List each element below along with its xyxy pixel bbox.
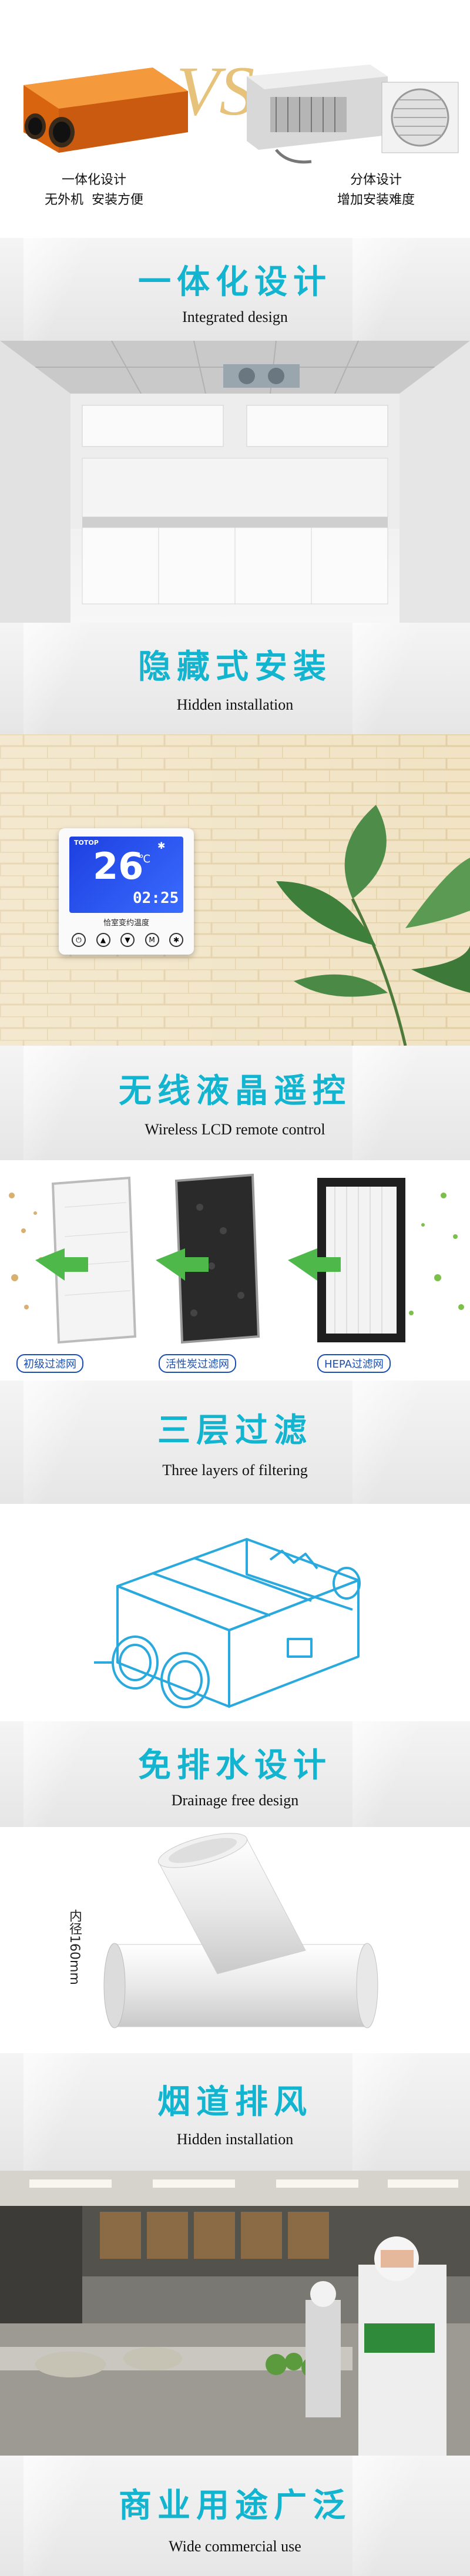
thermostat-temp: 26	[93, 845, 144, 888]
section-title: 隐藏式安装	[138, 647, 332, 686]
thermostat-buttons: ⏻ ▲ ▼ M ✱	[72, 933, 183, 947]
thermostat-device: TOTOP 26 ℃ 02:25 ✱ 恰室变约温度 ⏻ ▲ ▼ M ✱	[59, 828, 194, 955]
split-caption: 分体设计 增加安装难度	[337, 173, 415, 207]
section-subtitle: Hidden installation	[176, 696, 294, 713]
power-button-icon: ⏻	[72, 933, 86, 947]
integrated-caption: 一体化设计 无外机 安装方便	[45, 173, 143, 207]
vs-label: VS	[176, 52, 255, 130]
thermostat-brand: TOTOP	[74, 839, 99, 847]
section-title: 免排水设计	[138, 1746, 332, 1785]
up-button-icon: ▲	[96, 933, 110, 947]
section-title: 三层过滤	[157, 1411, 313, 1450]
filter-label-hepa: HEPA过滤网	[317, 1354, 391, 1373]
section-header-remote: 无线液晶遥控 Wireless LCD remote control	[0, 1046, 470, 1160]
pipe-diameter-label: 内径160mm	[67, 1909, 82, 1985]
filter-label-primary: 初级过滤网	[16, 1354, 83, 1373]
filter-label-carbon: 活性炭过滤网	[159, 1354, 236, 1373]
section-subtitle: Integrated design	[182, 308, 288, 325]
split-unit-image	[247, 65, 459, 164]
section-header-commercial: 商业用途广泛 Wide commercial use	[0, 2456, 470, 2576]
section-title: 无线液晶遥控	[119, 1072, 351, 1110]
section-header-drainage: 免排水设计 Drainage free design	[0, 1721, 470, 1827]
section-title: 商业用途广泛	[119, 2486, 351, 2525]
thermostat-label: 恰室变约温度	[103, 919, 149, 928]
section-title: 一体化设计	[138, 263, 332, 301]
section-subtitle: Drainage free design	[171, 1792, 299, 1809]
thermostat-time: 02:25	[133, 889, 179, 907]
section-subtitle: Three layers of filtering	[162, 1462, 308, 1479]
plant-image	[276, 805, 470, 1046]
section-header-filters: 三层过滤 Three layers of filtering	[0, 1381, 470, 1504]
pipe-image: 内径160mm	[0, 1827, 470, 2053]
mode-button-icon: M	[145, 933, 159, 947]
thermostat-unit: ℃	[139, 853, 151, 865]
section-title: 烟道排风	[157, 2083, 313, 2121]
thermostat-screen: TOTOP 26 ℃ 02:25 ✱	[69, 837, 183, 913]
section-header-integrated: 一体化设计 Integrated design	[0, 238, 470, 341]
kitchen-photo	[0, 341, 470, 623]
integrated-unit-image	[24, 68, 188, 153]
fan-icon: ✱	[157, 840, 166, 851]
fan-button-icon: ✱	[169, 933, 183, 947]
section-header-flue: 烟道排风 Hidden installation	[0, 2053, 470, 2171]
section-subtitle: Hidden installation	[176, 2131, 294, 2148]
wall-photo: TOTOP 26 ℃ 02:25 ✱ 恰室变约温度 ⏻ ▲ ▼ M ✱	[0, 734, 470, 1046]
comparison-banner: VS 一体化设计 无外机 安装方便 分体设计 增加安装难度	[0, 0, 470, 238]
section-header-hidden: 隐藏式安装 Hidden installation	[0, 623, 470, 734]
down-button-icon: ▼	[120, 933, 135, 947]
section-subtitle: Wide commercial use	[169, 2538, 301, 2555]
unit-wireframe-image	[0, 1504, 470, 1721]
commercial-kitchen-photo	[0, 2171, 470, 2456]
filters-image: 初级过滤网 活性炭过滤网 HEPA过滤网	[0, 1160, 470, 1381]
section-subtitle: Wireless LCD remote control	[145, 1121, 325, 1138]
